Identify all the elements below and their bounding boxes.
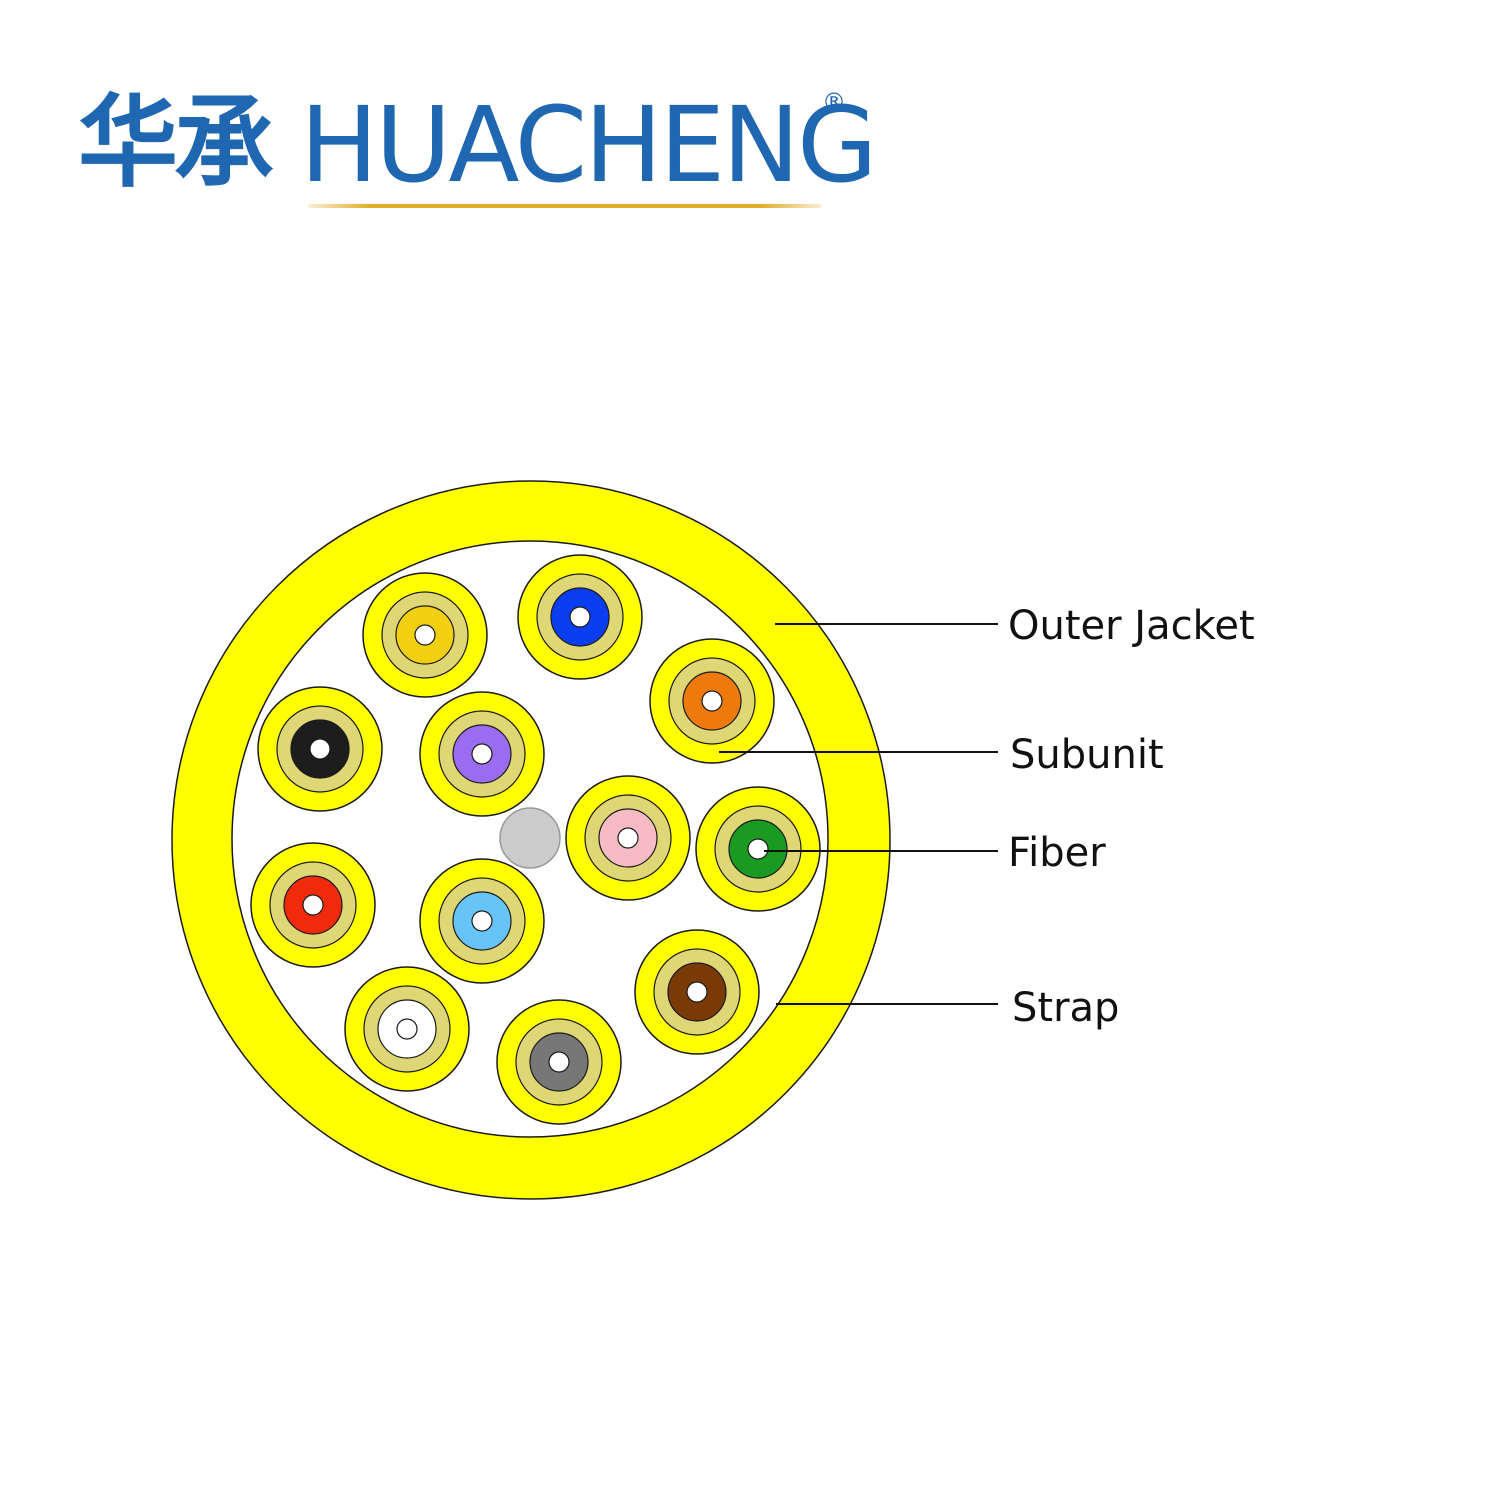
fiber-core — [747, 838, 769, 860]
fiber-core — [548, 1051, 570, 1073]
fiber-core — [414, 624, 436, 646]
logo-latin-text: HUACHENG — [300, 84, 878, 206]
fiber-core — [302, 894, 324, 916]
fiber-core — [396, 1018, 418, 1040]
fiber-core — [471, 910, 493, 932]
fiber-core — [617, 827, 639, 849]
callouts: Outer Jacket Subunit Fiber Strap — [719, 603, 1255, 1031]
logo-gold-underline — [308, 204, 822, 208]
logo-chinese-text: 华承 — [78, 84, 274, 201]
fiber-core — [686, 981, 708, 1003]
fiber-core — [569, 606, 591, 628]
fiber-core — [471, 743, 493, 765]
outer-jacket-label: Outer Jacket — [1008, 603, 1255, 649]
fiber-label: Fiber — [1008, 830, 1106, 876]
ripcord-filler — [499, 807, 561, 869]
huacheng-logo: 华承 HUACHENG ® — [78, 84, 878, 213]
strap-label: Strap — [1012, 985, 1119, 1031]
fiber-core — [309, 738, 331, 760]
subunit-label: Subunit — [1010, 732, 1164, 778]
registered-mark: ® — [822, 88, 846, 116]
fiber-core — [701, 690, 723, 712]
cable-cross-section — [171, 480, 891, 1200]
